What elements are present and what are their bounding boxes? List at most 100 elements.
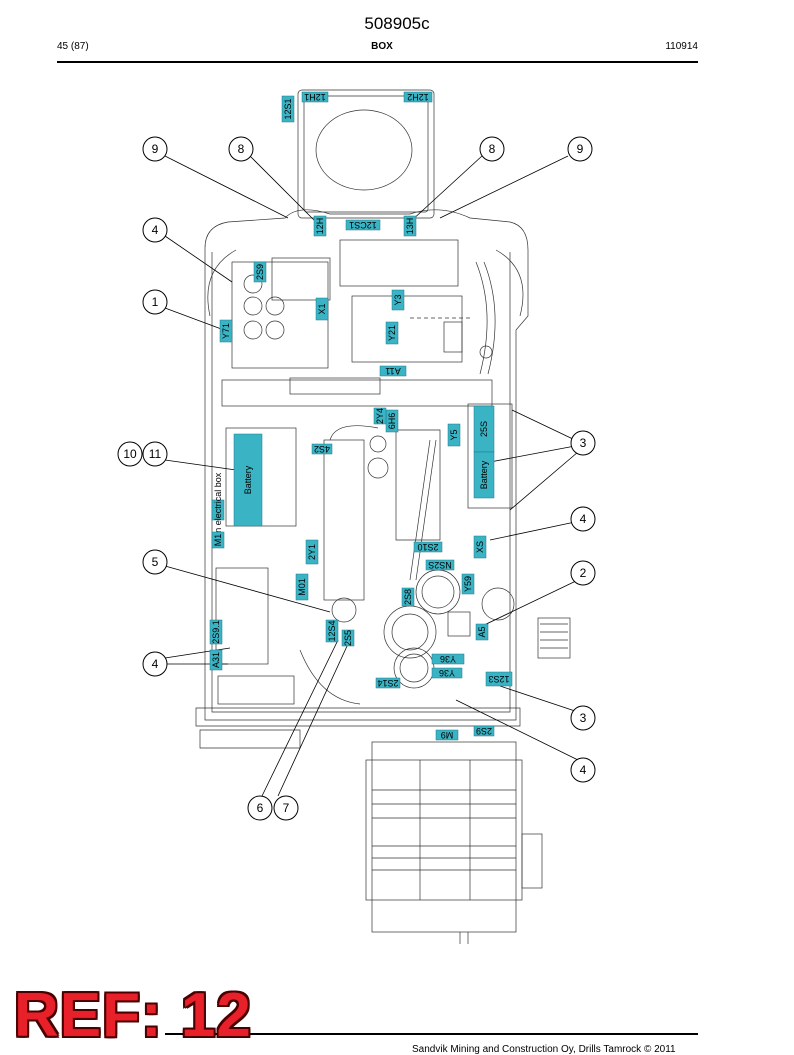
svg-text:2S10: 2S10 xyxy=(417,542,438,552)
callout-9: 9 xyxy=(142,136,168,162)
svg-text:NS2S: NS2S xyxy=(428,560,452,570)
svg-text:2S5: 2S5 xyxy=(343,630,353,646)
section-title: BOX xyxy=(371,41,393,52)
component-tag: 2S9 xyxy=(473,725,495,737)
component-tag: A31 xyxy=(209,649,223,671)
svg-text:12S3: 12S3 xyxy=(488,674,509,684)
callout-8: 8 xyxy=(228,136,254,162)
component-tag: 12H1 xyxy=(301,91,329,103)
component-tag: Y3 xyxy=(391,289,405,311)
svg-text:11: 11 xyxy=(149,447,162,461)
svg-text:2S14: 2S14 xyxy=(377,678,398,688)
callout-1: 1 xyxy=(142,289,168,315)
svg-text:5: 5 xyxy=(152,555,159,569)
svg-text:2S8: 2S8 xyxy=(403,589,413,605)
date-code: 110914 xyxy=(665,41,698,52)
svg-text:Y71: Y71 xyxy=(221,323,231,339)
callout-5: 5 xyxy=(142,549,168,575)
cabin-outline xyxy=(195,89,571,944)
component-tag: Y36 xyxy=(431,667,463,679)
svg-text:Main electrical box: Main electrical box xyxy=(213,472,223,547)
component-tag: 12H2 xyxy=(403,91,433,103)
component-tag: Y5 xyxy=(447,423,461,447)
component-tag: 2Y4 xyxy=(373,407,387,425)
component-tag: Y59 xyxy=(461,573,475,595)
svg-text:12H: 12H xyxy=(315,218,325,235)
component-tag: 12S3 xyxy=(485,671,513,687)
svg-text:7: 7 xyxy=(283,801,290,815)
component-tag: 12S4 xyxy=(325,619,339,643)
ref-stamp: REF: 12 xyxy=(14,981,252,1050)
callout-markers: 9 8 8 9 4 1 10 11 3 4 2 5 4 3 4 6 7 xyxy=(117,136,596,821)
svg-text:4: 4 xyxy=(580,763,587,777)
svg-text:4: 4 xyxy=(152,223,159,237)
callout-2: 2 xyxy=(570,560,596,586)
svg-text:12H2: 12H2 xyxy=(407,92,429,102)
svg-text:2S9: 2S9 xyxy=(255,264,265,280)
svg-text:8: 8 xyxy=(489,142,496,156)
component-tag: 2S10 xyxy=(413,541,443,553)
svg-text:Battery: Battery xyxy=(479,460,489,489)
svg-text:A31: A31 xyxy=(211,652,221,668)
svg-text:9: 9 xyxy=(577,142,584,156)
component-tag: X1 xyxy=(315,297,329,321)
svg-text:8: 8 xyxy=(238,142,245,156)
component-tag: A11 xyxy=(379,365,407,377)
svg-text:XS: XS xyxy=(475,541,485,553)
callout-6: 6 xyxy=(247,795,273,821)
component-tag: 2S8 xyxy=(401,587,415,607)
svg-text:6: 6 xyxy=(257,801,264,815)
svg-text:12S4: 12S4 xyxy=(327,620,337,641)
svg-text:2S9: 2S9 xyxy=(476,726,492,736)
svg-text:12CS1: 12CS1 xyxy=(349,220,377,230)
svg-text:Y3: Y3 xyxy=(393,294,403,305)
component-tag: 2S5 xyxy=(341,629,355,647)
svg-text:25S: 25S xyxy=(479,421,489,437)
svg-text:12S1: 12S1 xyxy=(283,98,293,119)
leader-lines xyxy=(164,155,579,797)
component-tag: Y71 xyxy=(219,319,233,343)
component-tag: M1 xyxy=(211,531,225,549)
svg-text:3: 3 xyxy=(580,436,587,450)
svg-text:Y36: Y36 xyxy=(439,668,455,678)
component-tag: M9 xyxy=(435,729,459,741)
component-tag: 2Y1 xyxy=(305,539,319,565)
component-tag: 12S1 xyxy=(281,95,295,123)
component-tag: Battery xyxy=(473,451,495,499)
svg-text:M9: M9 xyxy=(441,730,454,740)
callout-3: 3 xyxy=(570,705,596,731)
callout-11: 11 xyxy=(142,441,168,467)
svg-text:X1: X1 xyxy=(317,303,327,314)
callout-10: 10 xyxy=(117,441,143,467)
svg-text:M1: M1 xyxy=(213,534,223,547)
component-tag: NS2S xyxy=(425,559,455,571)
component-tag: 4S2 xyxy=(311,443,333,455)
svg-text:4S2: 4S2 xyxy=(314,444,330,454)
component-tag: 25S xyxy=(473,405,495,453)
svg-text:1: 1 xyxy=(152,295,159,309)
component-tag: 12CS1 xyxy=(345,219,381,231)
svg-text:A11: A11 xyxy=(385,366,400,376)
svg-text:10: 10 xyxy=(123,447,137,461)
svg-text:2Y4: 2Y4 xyxy=(375,408,385,424)
callout-4: 4 xyxy=(142,217,168,243)
component-tag: XS xyxy=(473,535,487,559)
component-tag: Y36 xyxy=(431,653,465,665)
component-tag: 2S14 xyxy=(375,677,401,689)
callout-8: 8 xyxy=(479,136,505,162)
component-tag: Main electrical box xyxy=(211,472,225,547)
svg-text:12H1: 12H1 xyxy=(304,92,326,102)
component-tag: 6H6 xyxy=(385,409,399,433)
component-tag: Battery xyxy=(233,433,263,527)
component-tag: 2S9 xyxy=(253,261,267,283)
svg-text:Y36: Y36 xyxy=(440,654,456,664)
callout-3: 3 xyxy=(570,430,596,456)
callout-4: 4 xyxy=(570,757,596,783)
header-divider xyxy=(57,61,698,63)
svg-text:Y21: Y21 xyxy=(387,325,397,341)
page-number: 45 (87) xyxy=(57,41,89,52)
svg-text:4: 4 xyxy=(580,512,587,526)
svg-text:4: 4 xyxy=(152,657,159,671)
component-tag: M01 xyxy=(295,573,309,601)
